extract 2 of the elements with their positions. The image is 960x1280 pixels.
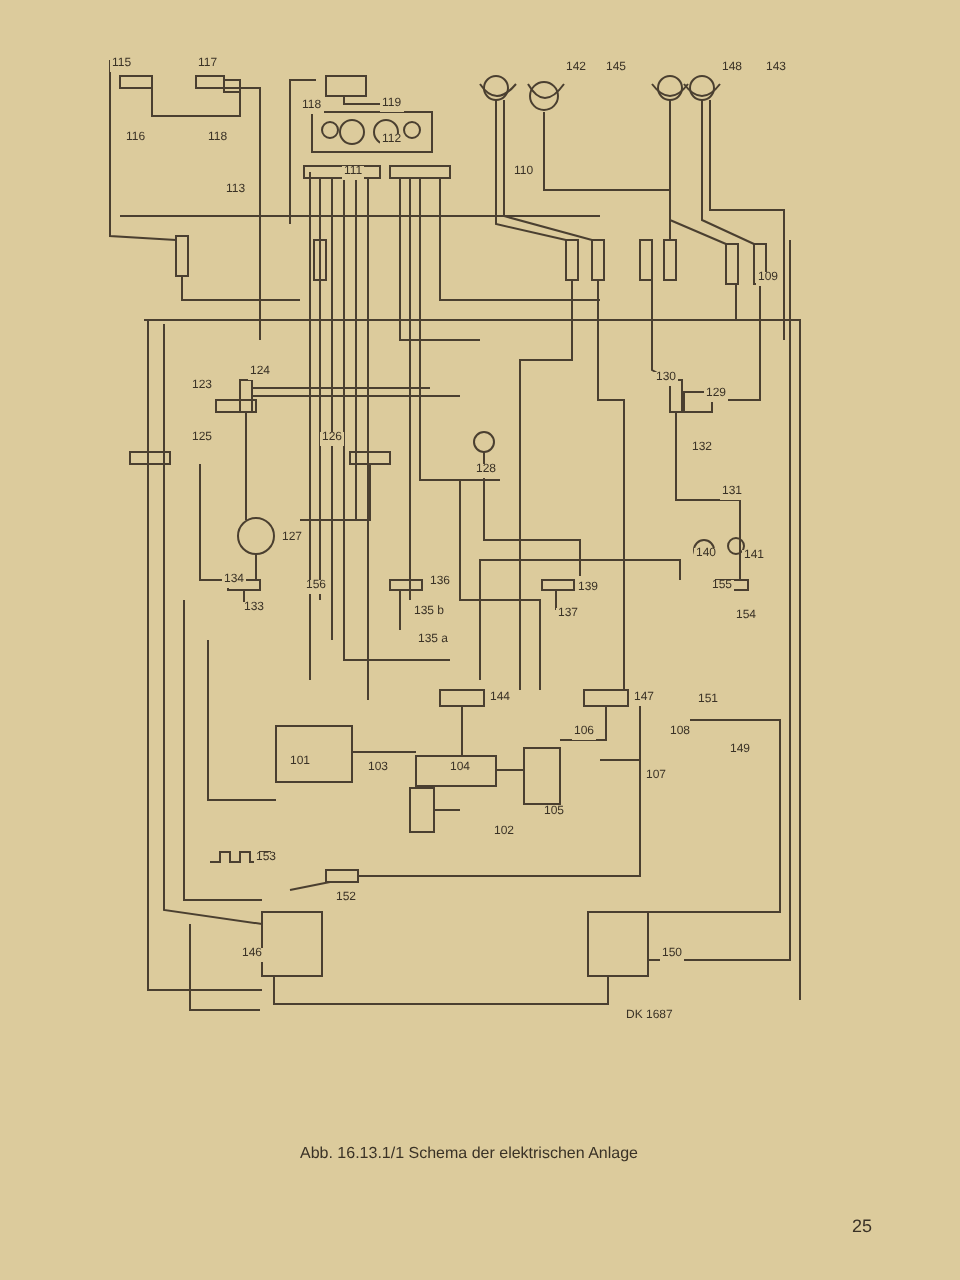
page-number: 25 bbox=[850, 1220, 875, 1234]
figure-caption: Abb. 16.13.1/1 Schema der elektrischen Anlage bbox=[300, 1144, 638, 1162]
